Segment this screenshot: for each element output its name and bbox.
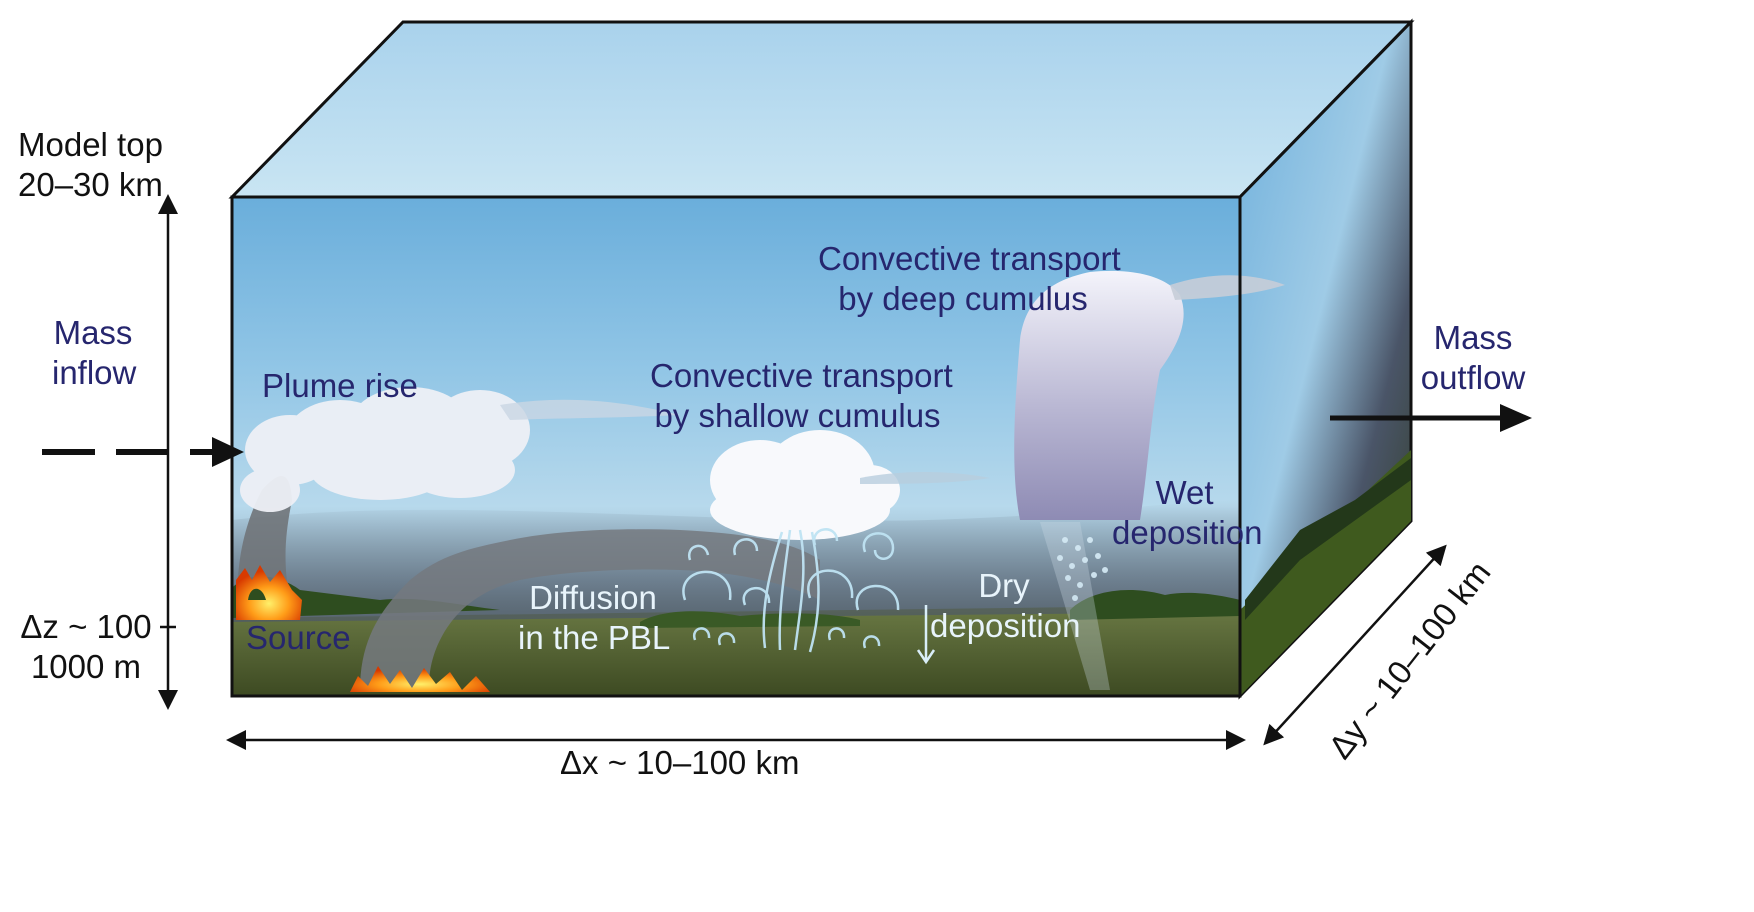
deep-cumulus-cloud (1014, 270, 1285, 520)
deep-cumulus-label: Convective transport by deep cumulus (818, 239, 1121, 319)
mass-inflow-line1: Mass (53, 314, 133, 351)
arrow-icon (1500, 404, 1532, 432)
eddy-icon (682, 528, 900, 653)
deep-cumulus-line2: by deep cumulus (838, 280, 1088, 317)
box-top-face (228, 20, 1415, 199)
tree-icon (1070, 590, 1240, 620)
shallow-cumulus-cloud (710, 430, 900, 540)
mass-outflow-line1: Mass (1433, 319, 1513, 356)
cloud-streak (860, 472, 990, 484)
model-top-line2: 20–30 km (18, 166, 163, 203)
plume-streak (500, 399, 680, 420)
diffusion-line2: in the PBL (518, 619, 671, 656)
side-tree-line (1245, 458, 1411, 620)
diffusion-label: Diffusion in the PBL (518, 578, 671, 658)
smoke-plumes (237, 387, 820, 690)
cloud-icon (240, 387, 530, 512)
dry-deposition-label: Dry deposition (930, 566, 1081, 646)
fire-icon (350, 666, 490, 692)
shallow-cumulus-line1: Convective transport (650, 357, 953, 394)
rain-icon (1040, 522, 1110, 690)
smoke-arch (360, 529, 820, 690)
front-ground (232, 605, 1240, 696)
wet-deposition-line1: Wet (1155, 474, 1214, 511)
mass-inflow-line2: inflow (52, 354, 137, 391)
source-label: Source (246, 619, 351, 656)
dry-deposition-arrow (916, 605, 936, 665)
model-top-line1: Model top (18, 126, 163, 163)
mass-outflow-line2: outflow (1420, 359, 1526, 396)
deep-cumulus-line1: Convective transport (818, 240, 1121, 277)
dz-label: Δz ~ 100 1000 m (20, 607, 152, 687)
dz-line2: 1000 m (30, 648, 142, 685)
model-top-label: Model top 20–30 km (18, 125, 163, 205)
shallow-cumulus-line2: by shallow cumulus (654, 397, 941, 434)
dry-deposition-line2: deposition (930, 607, 1081, 644)
dy-arrow (1263, 544, 1447, 746)
arrow-icon (212, 437, 244, 467)
shallow-cumulus-label: Convective transport by shallow cumulus (650, 356, 953, 436)
wet-deposition-label: Wet deposition (1112, 473, 1263, 553)
wet-deposition-line2: deposition (1112, 514, 1263, 551)
fire-icon (236, 565, 302, 620)
mass-inflow-label: Mass inflow (52, 313, 137, 393)
mass-inflow-arrow (42, 437, 244, 467)
diffusion-line1: Diffusion (529, 579, 657, 616)
dx-label: Δx ~ 10–100 km (560, 744, 800, 781)
dz-line1: Δz ~ 100 (20, 608, 152, 645)
mass-outflow-label: Mass outflow (1418, 318, 1528, 398)
mass-outflow-arrow (1330, 404, 1532, 432)
plume-rise-label: Plume rise (262, 367, 418, 404)
tree-icon (640, 611, 860, 628)
dry-deposition-line1: Dry (978, 567, 1030, 604)
